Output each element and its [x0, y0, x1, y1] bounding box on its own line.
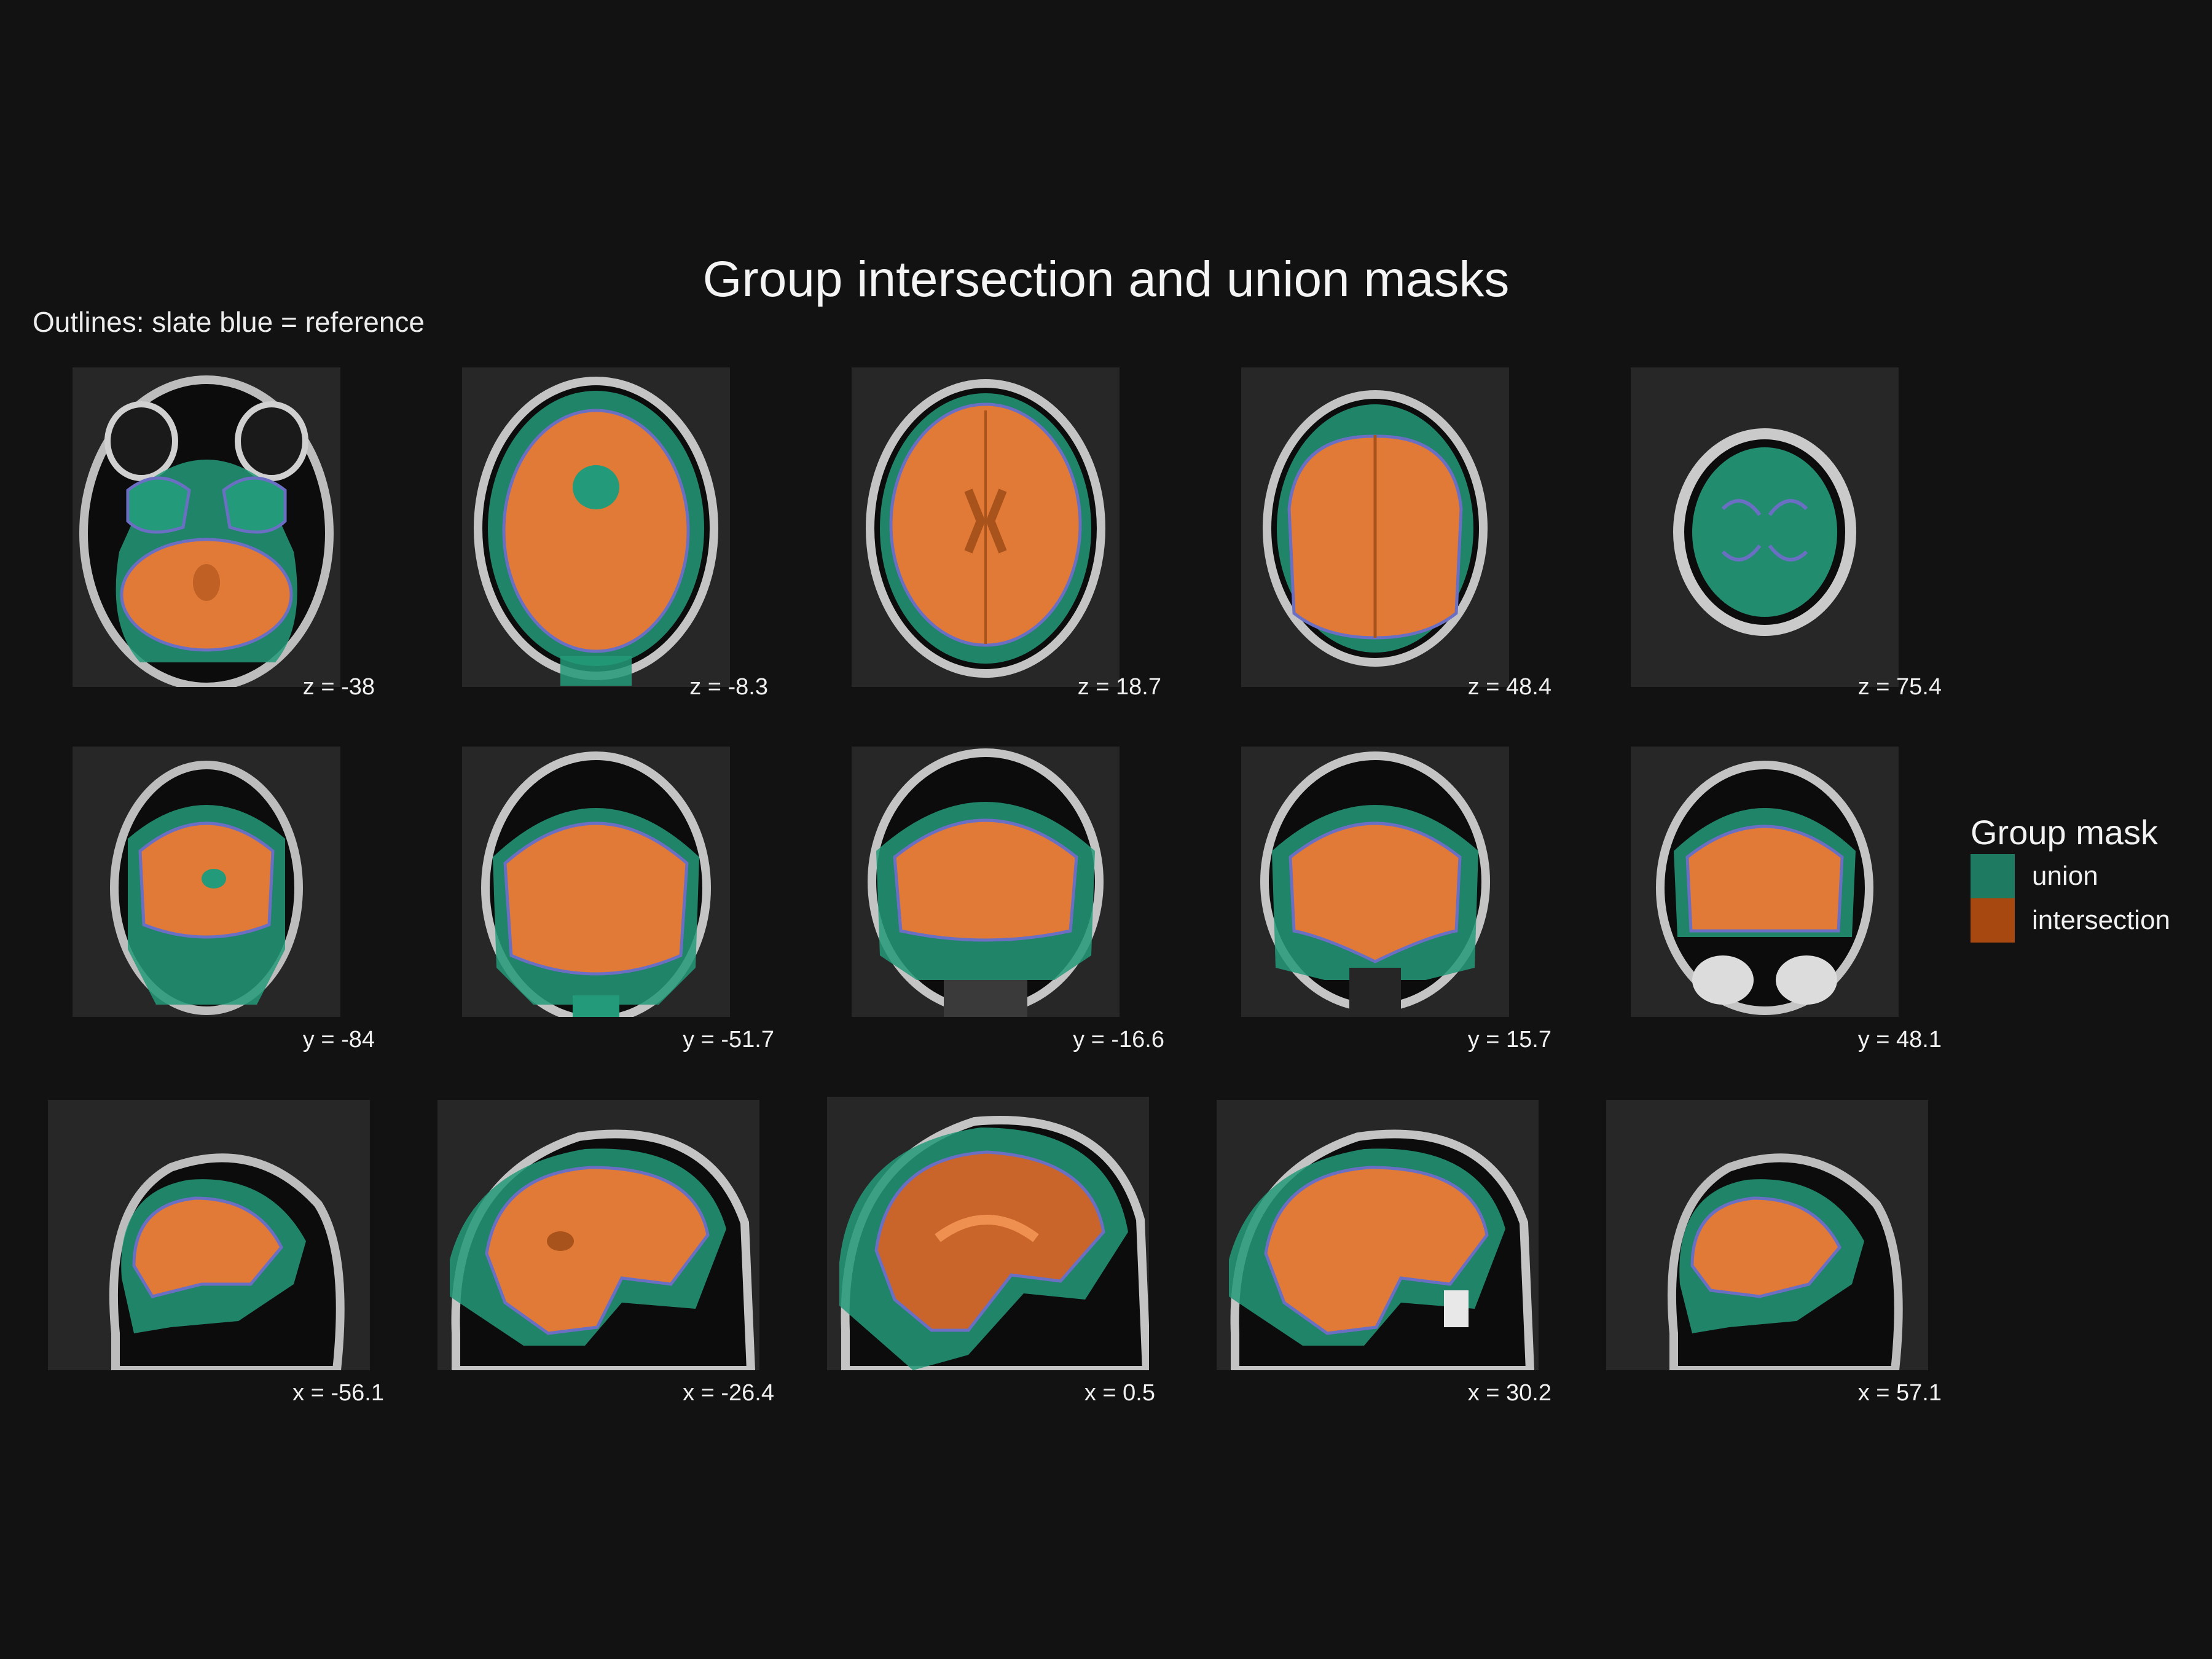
axial-slice-5-label: z = 75.4	[1857, 674, 1942, 700]
coronal-slice-5-label: y = 48.1	[1857, 1027, 1942, 1053]
figure-title: Group intersection and union masks	[702, 251, 1510, 307]
coronal-slice-4	[1241, 747, 1509, 1017]
legend-swatch-intersection	[1971, 898, 2015, 943]
sagittal-slice-5	[1606, 1100, 1928, 1370]
sagittal-slice-1	[48, 1100, 370, 1370]
coronal-slice-3	[852, 747, 1120, 1017]
axial-slice-1-label: z = -38	[302, 674, 375, 700]
coronal-slice-5	[1631, 747, 1899, 1017]
figure-subtitle: Outlines: slate blue = reference	[33, 306, 425, 338]
coronal-slice-3-label: y = -16.6	[1073, 1027, 1164, 1053]
axial-slice-2-label: z = -8.3	[689, 674, 768, 700]
sagittal-slice-2-label: x = -26.4	[683, 1380, 774, 1406]
coronal-slice-4-label: y = 15.7	[1467, 1027, 1551, 1053]
coronal-slice-2	[462, 747, 730, 1017]
axial-slice-3-label: z = 18.7	[1077, 674, 1161, 700]
legend-swatch-union	[1971, 854, 2015, 898]
axial-slice-5	[1631, 367, 1899, 687]
legend-label-union: union	[2032, 861, 2098, 891]
legend-item-union: union	[1971, 854, 2204, 898]
coronal-slice-2-label: y = -51.7	[683, 1027, 774, 1053]
legend: Group mask union intersection	[1971, 811, 2204, 943]
coronal-slice-1-label: y = -84	[302, 1027, 375, 1053]
axial-slice-1	[73, 367, 340, 687]
legend-label-intersection: intersection	[2032, 905, 2171, 935]
sagittal-slice-4	[1217, 1100, 1539, 1370]
axial-slice-3	[852, 367, 1120, 687]
sagittal-slice-3	[827, 1097, 1149, 1370]
legend-title: Group mask	[1971, 813, 2158, 852]
sagittal-slice-3-label: x = 0.5	[1084, 1380, 1155, 1406]
axial-slice-4-label: z = 48.4	[1467, 674, 1551, 700]
axial-slice-4	[1241, 367, 1509, 687]
coronal-slice-1	[73, 747, 340, 1017]
legend-item-intersection: intersection	[1971, 898, 2204, 943]
sagittal-slice-1-label: x = -56.1	[292, 1380, 384, 1406]
sagittal-slice-2	[437, 1100, 759, 1370]
axial-slice-2	[462, 367, 730, 687]
sagittal-slice-4-label: x = 30.2	[1467, 1380, 1551, 1406]
sagittal-slice-5-label: x = 57.1	[1857, 1380, 1942, 1406]
